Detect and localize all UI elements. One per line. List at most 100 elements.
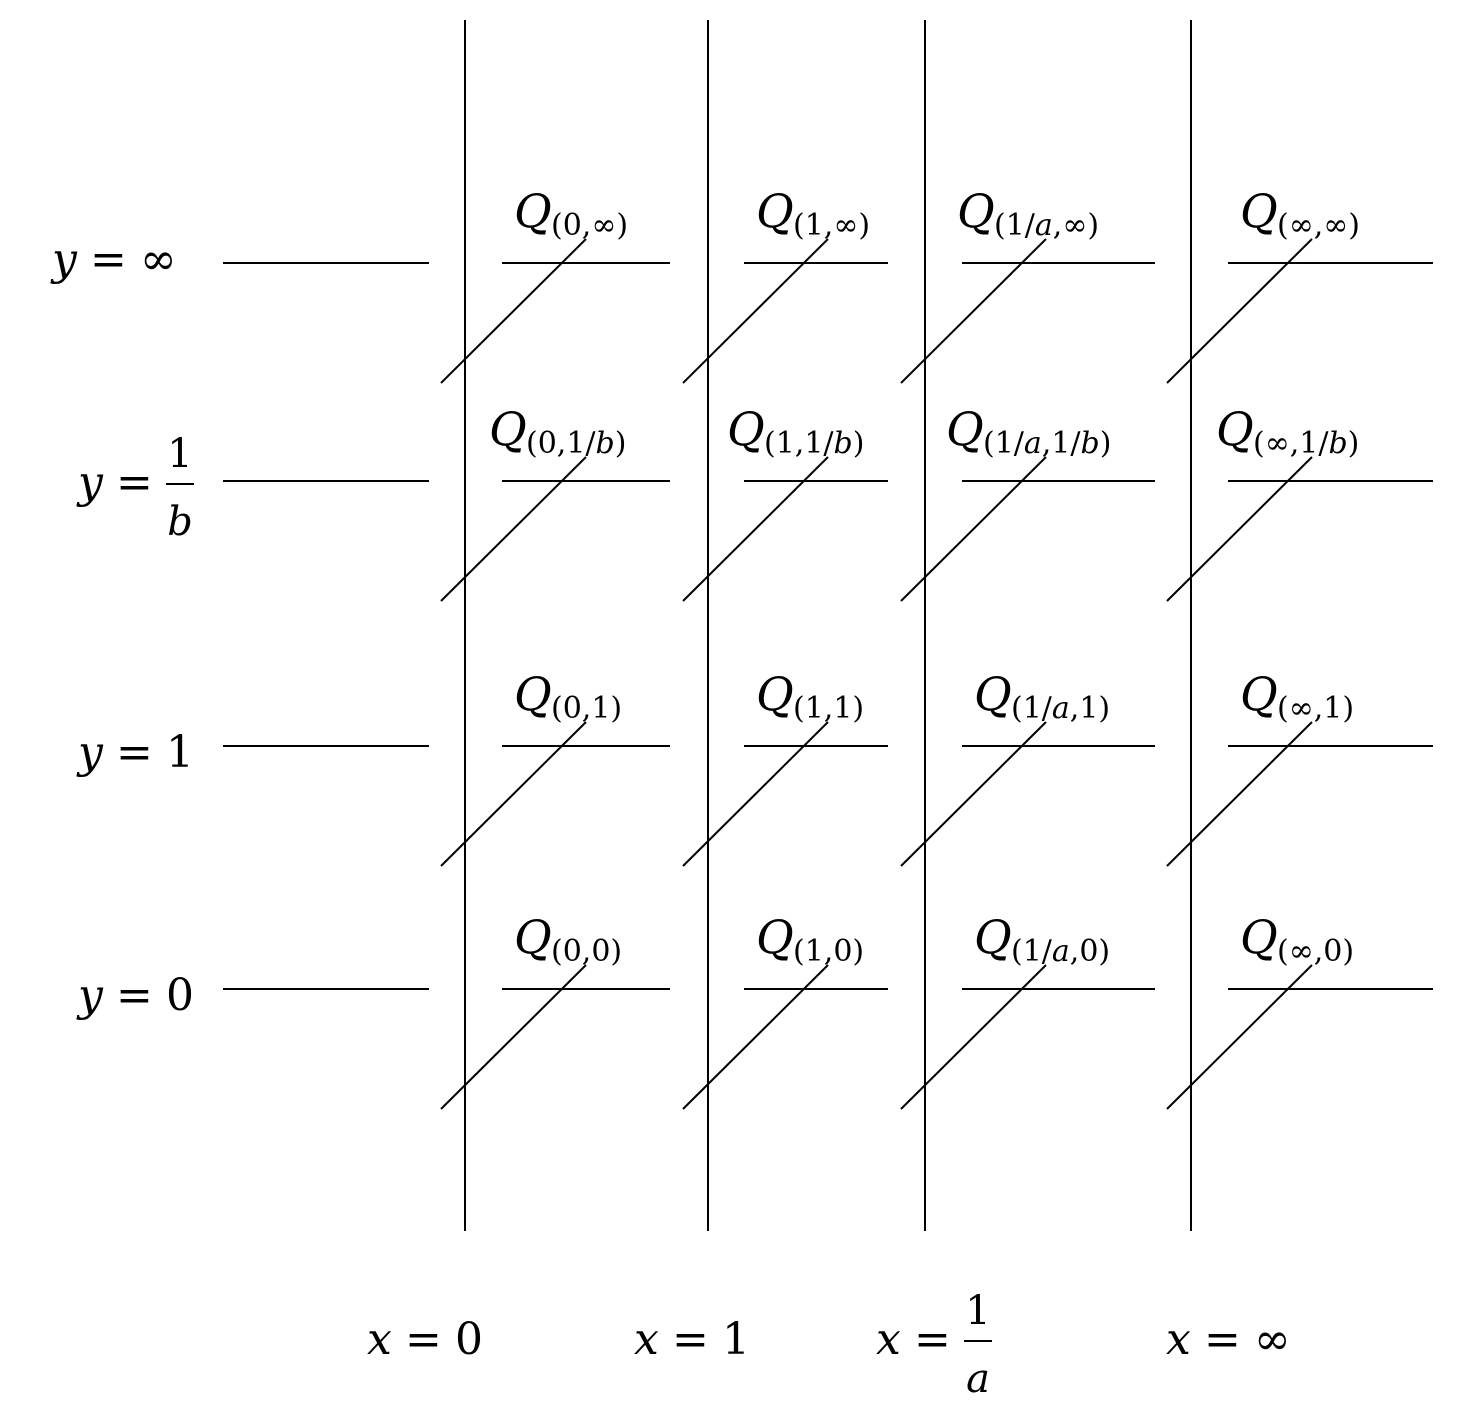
exceptional-curve-1-3: [1166, 456, 1313, 602]
point-subscript: (∞,0): [1277, 934, 1354, 969]
exceptional-curve-0-2: [900, 238, 1047, 384]
label-numerator: 1: [167, 431, 192, 477]
point-symbol: Q: [756, 184, 794, 238]
label-variable: x: [876, 1314, 901, 1365]
label-equals: =: [116, 457, 153, 508]
point-subscript: (0,1/b): [526, 426, 626, 461]
point-label-0-1: Q(1,∞): [756, 184, 870, 243]
exceptional-curve-2-0: [440, 721, 587, 867]
point-label-2-2: Q(1/a,1): [974, 667, 1110, 726]
exceptional-curve-3-0: [440, 964, 587, 1110]
point-label-3-0: Q(0,0): [514, 910, 622, 969]
label-value: 1: [722, 1314, 750, 1365]
point-label-0-2: Q(1/a,∞): [957, 184, 1099, 243]
label-equals: =: [116, 727, 153, 778]
point-symbol: Q: [756, 667, 794, 721]
label-value: 0: [455, 1314, 483, 1365]
point-label-3-3: Q(∞,0): [1240, 910, 1354, 969]
point-label-3-2: Q(1/a,0): [974, 910, 1110, 969]
point-symbol: Q: [514, 667, 552, 721]
row-label-inf: y= ∞: [50, 234, 177, 285]
label-value: 1: [166, 727, 194, 778]
label-equals: =: [90, 234, 127, 285]
exceptional-curve-1-1: [682, 456, 829, 602]
point-label-2-0: Q(0,1): [514, 667, 622, 726]
column-label-inf: x = ∞: [1166, 1314, 1291, 1365]
exceptional-curve-0-3: [1166, 238, 1313, 384]
point-symbol: Q: [1216, 402, 1254, 456]
exceptional-curve-2-2: [900, 721, 1047, 867]
point-label-2-3: Q(∞,1): [1240, 667, 1354, 726]
exceptional-curve-3-1: [682, 964, 829, 1110]
column-label-zero: x = 0: [367, 1314, 483, 1365]
point-subscript: (1/a,∞): [994, 208, 1099, 243]
label-variable: x: [367, 1314, 392, 1365]
labels: Q(0,∞)Q(1,∞)Q(1/a,∞)Q(∞,∞)Q(0,1/b)Q(1,1/…: [50, 184, 1360, 1402]
point-subscript: (1/a,1): [1011, 691, 1110, 726]
exceptional-curve-0-0: [440, 238, 587, 384]
row-label-one: y= 1: [76, 727, 194, 778]
label-value: 0: [166, 970, 194, 1021]
column-label-inva: x = 1 a: [876, 1288, 992, 1402]
point-subscript: (0,∞): [551, 208, 628, 243]
point-label-1-2: Q(1/a,1/b): [946, 402, 1111, 461]
row-label-zero: y= 0: [76, 970, 194, 1021]
exceptional-curve-1-2: [900, 456, 1047, 602]
exceptional-curve-3-2: [900, 964, 1047, 1110]
exceptional-curve-3-3: [1166, 964, 1313, 1110]
point-subscript: (1,0): [793, 934, 864, 969]
exceptional-curve-2-1: [682, 721, 829, 867]
point-subscript: (∞,1/b): [1253, 426, 1359, 461]
point-symbol: Q: [974, 667, 1012, 721]
point-subscript: (1,1/b): [764, 426, 864, 461]
point-subscript: (1/a,1/b): [983, 426, 1111, 461]
label-equals: =: [914, 1314, 951, 1365]
label-variable: y: [76, 457, 104, 508]
point-symbol: Q: [514, 910, 552, 964]
point-subscript: (0,0): [551, 934, 622, 969]
point-label-1-1: Q(1,1/b): [727, 402, 864, 461]
row-label-invb: y= 1 b: [76, 431, 194, 545]
label-equals: =: [672, 1314, 709, 1365]
exceptional-curve-2-3: [1166, 721, 1313, 867]
point-symbol: Q: [727, 402, 765, 456]
label-equals: =: [1204, 1314, 1241, 1365]
point-label-1-3: Q(∞,1/b): [1216, 402, 1359, 461]
point-subscript: (∞,1): [1277, 691, 1354, 726]
point-label-0-0: Q(0,∞): [514, 184, 628, 243]
label-equals: =: [405, 1314, 442, 1365]
point-symbol: Q: [756, 910, 794, 964]
point-label-0-3: Q(∞,∞): [1240, 184, 1360, 243]
point-label-3-1: Q(1,0): [756, 910, 864, 969]
label-numerator: 1: [965, 1288, 990, 1334]
label-variable: y: [76, 970, 104, 1021]
label-variable: y: [76, 727, 104, 778]
point-symbol: Q: [514, 184, 552, 238]
point-symbol: Q: [974, 910, 1012, 964]
exceptional-curve-0-1: [682, 238, 829, 384]
point-label-2-1: Q(1,1): [756, 667, 864, 726]
label-variable: y: [50, 234, 78, 285]
point-symbol: Q: [1240, 910, 1278, 964]
point-subscript: (1/a,0): [1011, 934, 1110, 969]
label-value: ∞: [140, 234, 177, 285]
exceptional-curve-1-0: [440, 456, 587, 602]
point-symbol: Q: [1240, 667, 1278, 721]
point-label-1-0: Q(0,1/b): [489, 402, 626, 461]
point-symbol: Q: [489, 402, 527, 456]
label-denominator: a: [966, 1356, 990, 1402]
label-variable: x: [1166, 1314, 1191, 1365]
point-symbol: Q: [957, 184, 995, 238]
point-subscript: (1,1): [793, 691, 864, 726]
point-subscript: (1,∞): [793, 208, 870, 243]
label-equals: =: [116, 970, 153, 1021]
point-subscript: (∞,∞): [1277, 208, 1360, 243]
label-value: ∞: [1254, 1314, 1291, 1365]
grid-lines: [223, 20, 1433, 1231]
point-subscript: (0,1): [551, 691, 622, 726]
column-label-one: x = 1: [634, 1314, 750, 1365]
label-denominator: b: [167, 499, 193, 545]
label-variable: x: [634, 1314, 659, 1365]
point-symbol: Q: [946, 402, 984, 456]
